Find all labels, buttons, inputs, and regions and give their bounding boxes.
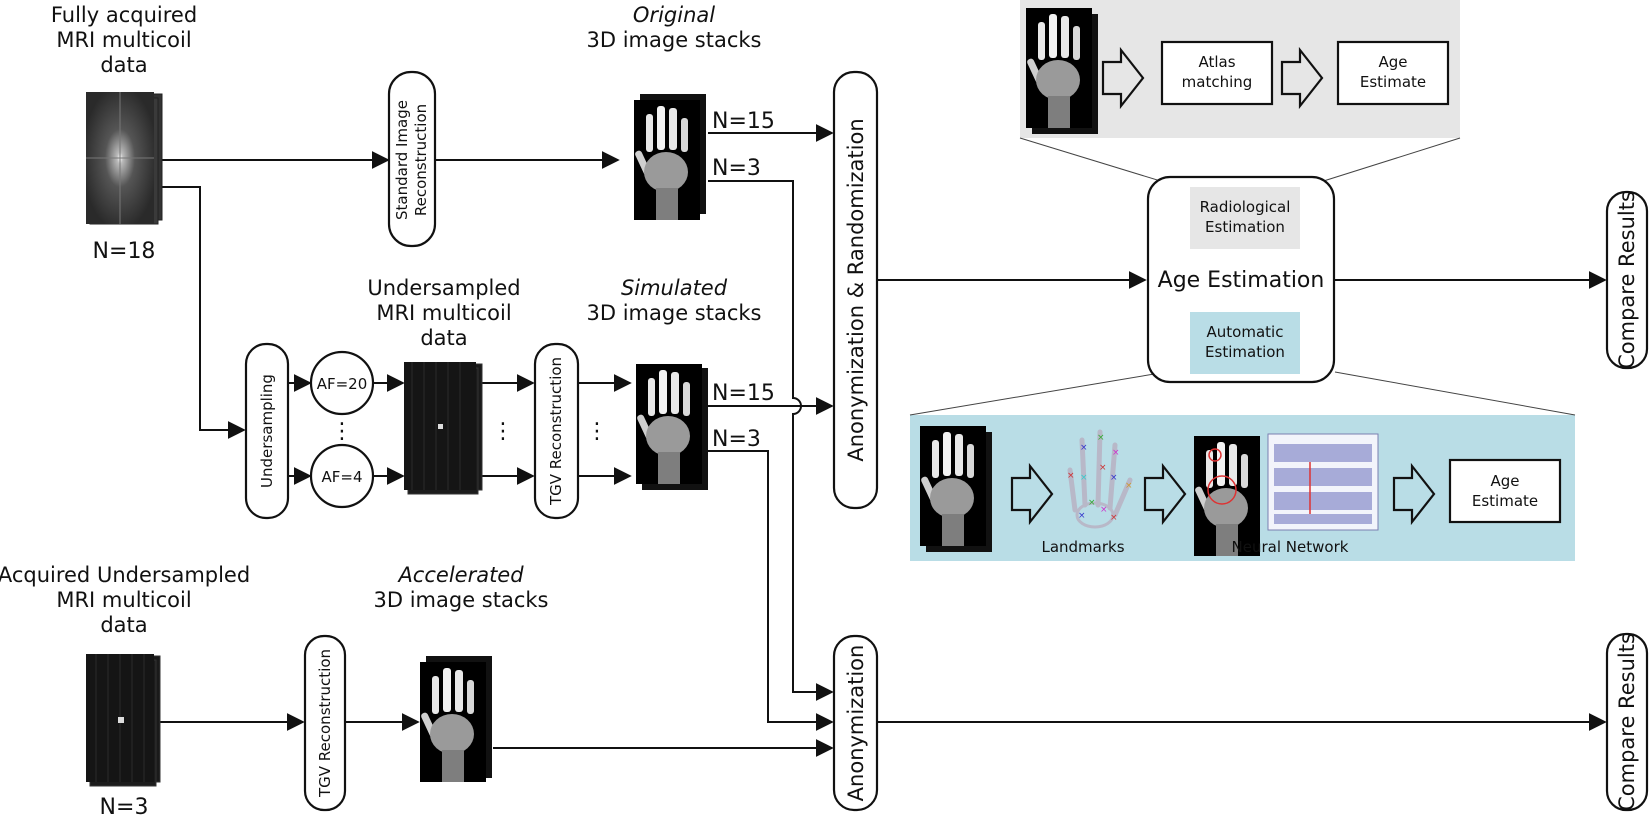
compare-results-top-box bbox=[1605, 190, 1649, 370]
standard-recon-line2: Reconstruction bbox=[412, 104, 430, 216]
age-estimate-bottom-box bbox=[1448, 458, 1562, 524]
age-estimate-bottom-line2: Estimate bbox=[1472, 492, 1538, 510]
accelerated-hand-image bbox=[420, 656, 492, 782]
age-estimate-top-line2: Estimate bbox=[1360, 73, 1426, 91]
anonymization-box bbox=[832, 634, 879, 812]
standard-recon-box bbox=[387, 70, 437, 248]
simulated-split-n3: N=3 bbox=[712, 427, 761, 452]
acquired-undersampled-line1: Acquired Undersampled bbox=[0, 563, 250, 587]
acquired-kspace-image bbox=[86, 654, 161, 787]
kspace-full-image bbox=[86, 92, 163, 225]
arrow-to-network-icon bbox=[1143, 462, 1187, 526]
undersampled-line2: MRI multicoil bbox=[376, 301, 511, 325]
svg-text:×: × bbox=[1097, 433, 1105, 443]
matching-label: matching bbox=[1182, 73, 1253, 91]
tgv-recon-bottom-label: TGV Reconstruction bbox=[316, 649, 334, 798]
radiological-hand-image bbox=[1026, 8, 1098, 134]
svg-text:×: × bbox=[1112, 448, 1120, 458]
compare-results-bottom-box bbox=[1605, 632, 1649, 812]
arrow-to-atlas-icon bbox=[1101, 46, 1145, 110]
af4-circle bbox=[309, 443, 375, 509]
undersampling-label: Undersampling bbox=[258, 374, 276, 488]
original-title: Original bbox=[633, 3, 715, 27]
af-dots: ⋮ bbox=[331, 419, 353, 444]
original-hand-image bbox=[634, 94, 706, 220]
svg-text:×: × bbox=[1080, 473, 1088, 483]
accelerated-subtitle: 3D image stacks bbox=[374, 588, 549, 612]
svg-text:×: × bbox=[1099, 463, 1107, 473]
svg-text:×: × bbox=[1088, 498, 1096, 508]
landmarks-image: ×× ×× ×× ×× ×× ×× bbox=[1067, 429, 1133, 529]
af20-circle bbox=[309, 350, 375, 416]
landmarks-label: Landmarks bbox=[1041, 538, 1124, 556]
age-estimate-top-box bbox=[1336, 40, 1450, 106]
recon-dots-1: ⋮ bbox=[492, 419, 514, 444]
svg-text:×: × bbox=[1125, 481, 1133, 491]
automatic-line1: Automatic bbox=[1207, 323, 1284, 341]
simulated-subtitle: 3D image stacks bbox=[587, 301, 762, 325]
undersampling-box bbox=[244, 342, 290, 520]
fully-acquired-line2: MRI multicoil bbox=[56, 28, 191, 52]
neural-network-label: Neural Network bbox=[1232, 538, 1349, 556]
age-estimate-top-line1: Age bbox=[1378, 53, 1407, 71]
radiological-line1: Radiological bbox=[1200, 198, 1291, 216]
standard-recon-line1: Standard Image bbox=[393, 100, 411, 220]
svg-text:×: × bbox=[1080, 443, 1088, 453]
undersampled-line3: data bbox=[420, 326, 467, 350]
undersampled-kspace-image bbox=[404, 362, 483, 495]
automatic-hand-image bbox=[920, 426, 992, 552]
simulated-hand-image bbox=[636, 364, 708, 490]
svg-text:×: × bbox=[1078, 511, 1086, 521]
af4-label: AF=4 bbox=[321, 468, 362, 486]
atlas-matching-box bbox=[1160, 40, 1274, 106]
age-estimate-bottom-line1: Age bbox=[1490, 472, 1519, 490]
automatic-estimation-panel bbox=[1190, 312, 1300, 374]
simulated-split-n15: N=15 bbox=[712, 381, 775, 406]
svg-text:×: × bbox=[1100, 505, 1108, 515]
fully-acquired-count: N=18 bbox=[93, 239, 156, 264]
fully-acquired-line1: Fully acquired bbox=[51, 3, 197, 27]
arrow-to-age-estimate-bottom-icon bbox=[1392, 462, 1436, 526]
radiological-line2: Estimation bbox=[1205, 218, 1285, 236]
anonymization-randomization-label: Anonymization & Randomization bbox=[844, 118, 868, 461]
simulated-title: Simulated bbox=[621, 276, 728, 300]
original-split-n15: N=15 bbox=[712, 109, 775, 134]
automatic-line2: Estimation bbox=[1205, 343, 1285, 361]
svg-text:×: × bbox=[1110, 473, 1118, 483]
compare-results-top-label: Compare Results bbox=[1615, 191, 1639, 369]
recon-dots-2: ⋮ bbox=[586, 419, 608, 444]
accelerated-title: Accelerated bbox=[396, 563, 524, 587]
tgv-recon-box bbox=[533, 342, 580, 520]
atlas-label: Atlas bbox=[1198, 53, 1235, 71]
svg-text:×: × bbox=[1110, 513, 1118, 523]
anonymization-randomization-box bbox=[832, 70, 879, 510]
arrow-to-age-estimate-icon bbox=[1280, 46, 1324, 110]
tgv-recon-label: TGV Reconstruction bbox=[547, 357, 565, 506]
anonymization-label: Anonymization bbox=[844, 645, 868, 802]
af20-label: AF=20 bbox=[317, 375, 368, 393]
original-subtitle: 3D image stacks bbox=[587, 28, 762, 52]
arrow-to-landmarks-icon bbox=[1010, 462, 1054, 526]
acquired-undersampled-count: N=3 bbox=[100, 795, 149, 820]
svg-text:×: × bbox=[1067, 471, 1075, 481]
radiological-estimation-panel bbox=[1190, 187, 1300, 249]
fully-acquired-line3: data bbox=[100, 53, 147, 77]
neural-network-image bbox=[1194, 433, 1379, 556]
tgv-recon-bottom-box bbox=[303, 634, 347, 812]
acquired-undersampled-line3: data bbox=[100, 613, 147, 637]
acquired-undersampled-line2: MRI multicoil bbox=[56, 588, 191, 612]
undersampled-line1: Undersampled bbox=[367, 276, 520, 300]
age-estimation-label: Age Estimation bbox=[1158, 268, 1325, 293]
compare-results-bottom-label: Compare Results bbox=[1615, 633, 1639, 811]
original-split-n3: N=3 bbox=[712, 156, 761, 181]
